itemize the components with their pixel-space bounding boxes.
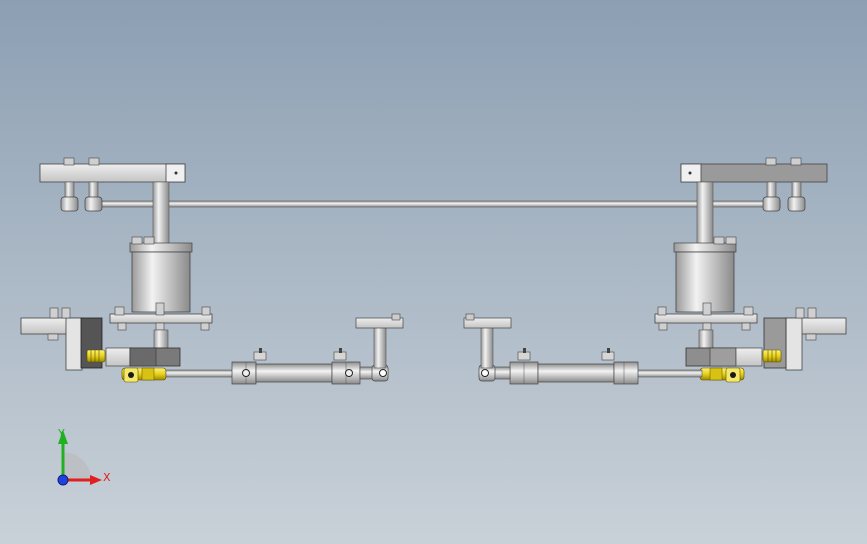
right-fitting [699,349,782,383]
left-actuator-drum [131,251,191,313]
right-pneumatic-cylinder [478,348,639,385]
tie-rod [89,200,781,208]
y-axis-label: Y [57,427,65,440]
right-assembly[interactable] [463,157,847,385]
coordinate-triad: Y X [57,427,111,486]
left-pneumatic-cylinder [231,348,389,385]
left-assembly[interactable] [20,157,404,385]
left-top-arm [39,163,186,183]
x-axis-label: X [103,471,111,484]
z-axis-indicator [57,474,69,486]
right-actuator-drum [675,251,735,313]
triad-plane-indicator [63,452,91,480]
right-top-arm [680,163,828,183]
